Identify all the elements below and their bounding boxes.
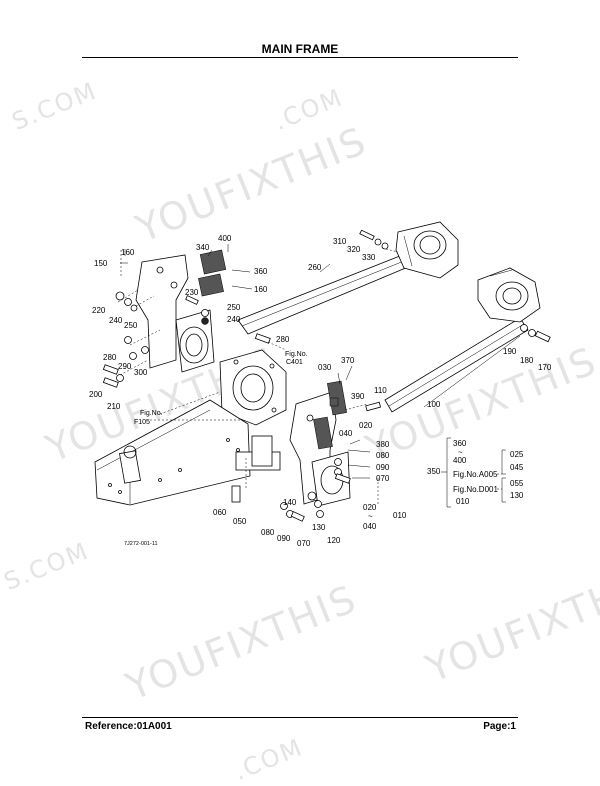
callout-330: 330 xyxy=(362,253,376,262)
left-front-bracket xyxy=(135,249,227,373)
callout-050: 050 xyxy=(233,517,247,526)
legend-right-025: 025 xyxy=(510,450,524,459)
callout-170: 170 xyxy=(538,363,552,372)
callout-range-tilde: ~ xyxy=(368,512,373,521)
callout-160: 160 xyxy=(254,285,268,294)
header-rule xyxy=(82,57,518,58)
callout-040: 040 xyxy=(339,429,353,438)
callout-190: 190 xyxy=(503,347,517,356)
fig-ref-c401-label: Fig.No. xyxy=(285,351,308,358)
callout-250: 250 xyxy=(227,303,241,312)
legend-right-130: 130 xyxy=(510,491,524,500)
legend-range-from: 360 xyxy=(453,439,467,448)
legend-fig-d001: Fig.No.D001 xyxy=(453,485,498,494)
fasteners xyxy=(102,229,551,522)
callout-290: 290 xyxy=(118,362,132,371)
callout-240-left: 240 xyxy=(109,316,123,325)
drawing-number: 7J272-001-11 xyxy=(124,541,158,547)
callout-210: 210 xyxy=(107,402,121,411)
fig-ref-f105-label: Fig.No. xyxy=(140,410,163,417)
legend-fig-a005: Fig.No.A005 xyxy=(453,470,498,479)
legend-range-tilde: ~ xyxy=(458,448,463,457)
callout-340: 340 xyxy=(196,243,210,252)
callout-230: 230 xyxy=(185,288,199,297)
legend-right-055: 055 xyxy=(510,479,524,488)
callout-120: 120 xyxy=(327,536,341,545)
callout-150: 150 xyxy=(94,259,108,268)
callout-090-bottom: 090 xyxy=(277,534,291,543)
fig-ref-c401-number: C401 xyxy=(286,359,303,366)
callout-390: 390 xyxy=(351,392,365,401)
callout-080-right: 080 xyxy=(376,451,390,460)
callout-090-right: 090 xyxy=(376,463,390,472)
callout-250-left: 250 xyxy=(124,321,138,330)
callout-380: 380 xyxy=(376,440,390,449)
callout-010: 010 xyxy=(393,511,407,520)
lower-frame-body xyxy=(94,399,281,506)
callout-070-bottom: 070 xyxy=(297,539,311,548)
legend-right-045: 045 xyxy=(510,463,524,472)
callout-310: 310 xyxy=(333,237,347,246)
callout-370: 370 xyxy=(341,356,355,365)
callout-040-range-end: 040 xyxy=(363,522,377,531)
callout-350: 350 xyxy=(427,467,441,476)
callout-220: 220 xyxy=(92,306,106,315)
fig-ref-f105-number: F105 xyxy=(134,419,150,426)
callout-300: 300 xyxy=(134,368,148,377)
footer-rule xyxy=(82,717,518,718)
callout-200: 200 xyxy=(89,390,103,399)
top-gear-housing xyxy=(395,221,459,279)
callout-360: 360 xyxy=(254,267,268,276)
right-gear-housing xyxy=(477,267,541,323)
callout-260: 260 xyxy=(308,263,322,272)
callout-140: 140 xyxy=(283,498,297,507)
center-axle-support xyxy=(219,349,287,426)
callout-240: 240 xyxy=(227,315,241,324)
callout-280-left: 280 xyxy=(103,353,117,362)
callout-280: 280 xyxy=(276,335,290,344)
right-side-rail xyxy=(384,317,529,413)
legend-range-to: 400 xyxy=(453,456,467,465)
callout-030: 030 xyxy=(318,363,332,372)
callout-130: 130 xyxy=(312,523,326,532)
leader-lines xyxy=(120,244,521,479)
page-title: MAIN FRAME xyxy=(261,42,339,56)
right-front-bracket xyxy=(289,380,351,507)
callout-100: 100 xyxy=(427,400,441,409)
legend-item-010: 010 xyxy=(456,497,470,506)
callout-070-right: 070 xyxy=(376,474,390,483)
callout-180: 180 xyxy=(520,356,534,365)
callout-020: 020 xyxy=(359,421,373,430)
callout-060: 060 xyxy=(213,508,227,517)
callout-160-top: 160 xyxy=(121,248,135,257)
legend-brackets xyxy=(441,437,506,508)
footer-reference: Reference:01A001 xyxy=(85,721,172,732)
callout-020-range-start: 020 xyxy=(363,503,377,512)
callout-110: 110 xyxy=(374,386,387,395)
callout-080-bottom: 080 xyxy=(261,528,275,537)
footer-page-number: Page:1 xyxy=(483,721,516,732)
callout-320: 320 xyxy=(347,245,361,254)
callout-400: 400 xyxy=(218,234,232,243)
